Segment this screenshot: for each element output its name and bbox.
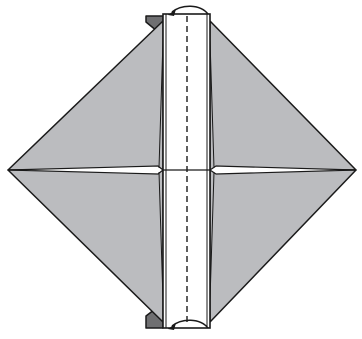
left-triangle-lower xyxy=(8,170,163,322)
left-triangle-upper xyxy=(8,21,163,170)
curved-arrow-left-icon xyxy=(172,6,208,14)
right-triangle-upper xyxy=(210,21,356,170)
right-triangle-lower xyxy=(210,170,356,322)
